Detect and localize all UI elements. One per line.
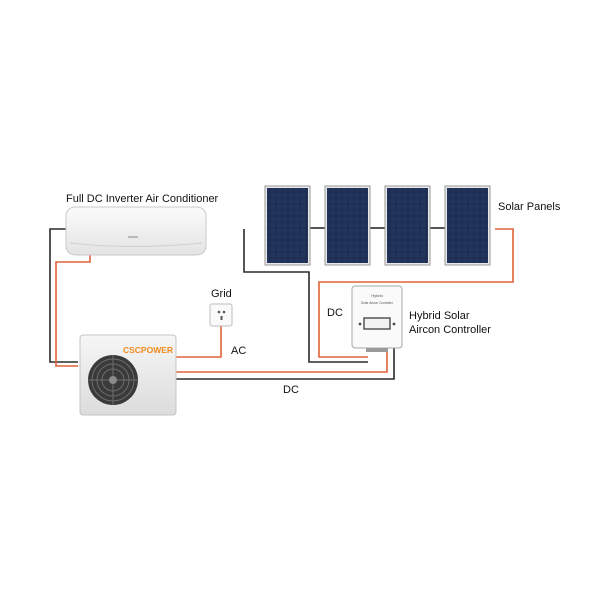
solar-panel (384, 185, 431, 266)
solar-panels (264, 185, 491, 266)
dc-top-label: DC (327, 307, 343, 319)
ac-orange-wire (175, 322, 222, 358)
solar-panel (444, 185, 491, 266)
controller-label-line2: Aircon Controller (409, 324, 491, 336)
dc-orange-wire (175, 348, 388, 373)
hybrid-controller: Hybrid Solar Aircon Controller (351, 285, 403, 352)
solar-panel (264, 185, 311, 266)
solar-panels-label: Solar Panels (498, 201, 561, 213)
outdoor-brand: CSCPOWER (123, 345, 173, 355)
ac-label: AC (231, 345, 247, 357)
orange-wires (55, 228, 514, 373)
indoor-outdoor-orange-wire (55, 254, 91, 367)
dc-black-wire (175, 344, 395, 380)
indoor-unit (65, 206, 207, 256)
controller-caption-line1: Hybrid (371, 293, 383, 298)
dc-bottom-label: DC (283, 384, 299, 396)
panel-black-bus (243, 229, 368, 363)
black-wires (49, 228, 395, 380)
panel-orange-bus (318, 228, 514, 358)
outdoor-unit: CSCPOWER (79, 334, 177, 416)
indoor-outdoor-black-wire (49, 228, 78, 363)
controller-caption-line2: Solar Aircon Controller (361, 301, 394, 305)
controller-label-line1: Hybrid Solar (409, 310, 470, 322)
grid-label: Grid (211, 288, 232, 300)
grid-outlet (209, 303, 233, 327)
controller-screen (363, 317, 391, 330)
indoor-unit-label: Full DC Inverter Air Conditioner (66, 193, 219, 205)
solar-panel (324, 185, 371, 266)
